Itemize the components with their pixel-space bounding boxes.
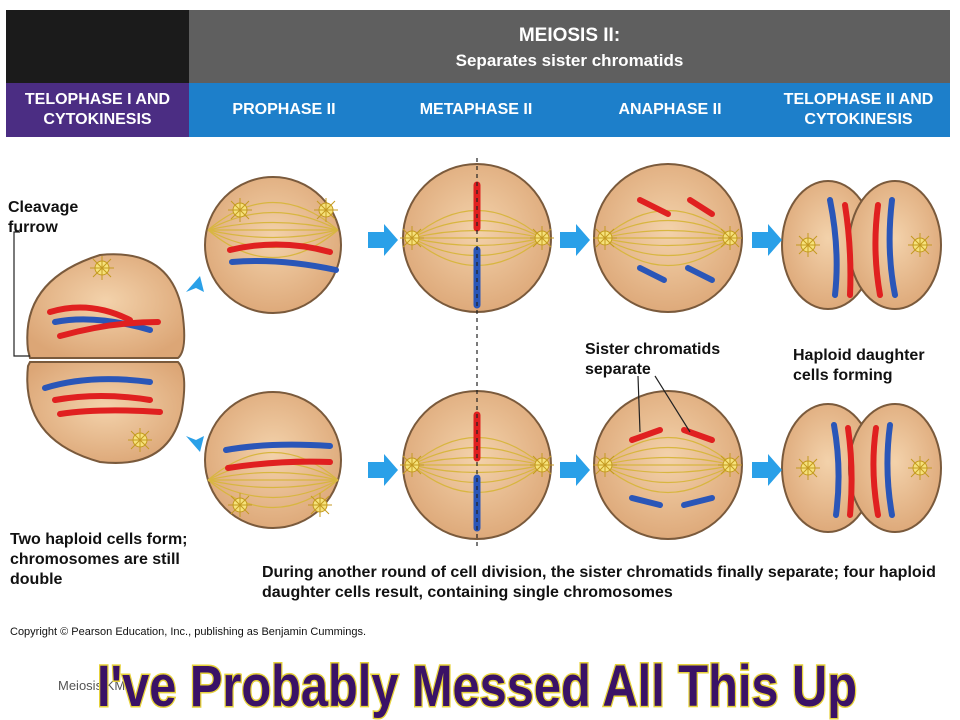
two-haploid-label: Two haploid cells form; chromosomes are … bbox=[10, 531, 188, 588]
arrow-right-icon bbox=[368, 454, 398, 486]
prophase2-top-cell bbox=[204, 176, 342, 314]
arrow-down-icon bbox=[186, 436, 204, 452]
phase-anaphase-2: ANAPHASE II bbox=[573, 83, 767, 137]
phase-label: TELOPHASE II AND CYTOKINESIS bbox=[783, 91, 934, 128]
phase-label: METAPHASE II bbox=[419, 101, 533, 118]
haploid-forming-label: Haploid daughter cells forming bbox=[793, 347, 925, 384]
arrow-right-icon bbox=[560, 224, 590, 256]
phase-telophase-1: TELOPHASE I AND CYTOKINESIS bbox=[6, 83, 189, 137]
during-division-caption: During another round of cell division, t… bbox=[262, 564, 936, 601]
header-black-block bbox=[6, 10, 189, 83]
phase-prophase-2: PROPHASE II bbox=[189, 83, 379, 137]
phase-label: PROPHASE II bbox=[232, 101, 336, 118]
arrow-right-icon bbox=[752, 224, 782, 256]
header-subtitle: Separates sister chromatids bbox=[455, 51, 684, 70]
copyright-text: Copyright © Pearson Education, Inc., pub… bbox=[10, 626, 367, 638]
cleavage-pointer bbox=[13, 231, 30, 357]
header-meiosis-ii: MEIOSIS II: Separates sister chromatids bbox=[189, 10, 950, 83]
footer-text: Meiosis KM bbox=[58, 678, 126, 693]
arrow-up-icon bbox=[186, 276, 204, 292]
prophase2-bottom-cell bbox=[204, 391, 342, 529]
sister-pointer bbox=[637, 375, 691, 433]
phase-metaphase-2: METAPHASE II bbox=[379, 83, 573, 137]
telophase1-cells bbox=[26, 253, 186, 464]
header-title: MEIOSIS II: bbox=[518, 25, 621, 46]
banner-title: I've Probably Messed All This Up bbox=[96, 653, 859, 720]
phase-label: TELOPHASE I AND CYTOKINESIS bbox=[24, 91, 171, 128]
arrow-right-icon bbox=[560, 454, 590, 486]
arrow-right-icon bbox=[368, 224, 398, 256]
anaphase2-top-cell bbox=[592, 163, 743, 313]
phase-label: ANAPHASE II bbox=[618, 101, 722, 118]
sister-chromatids-label: Sister chromatids separate bbox=[585, 341, 721, 378]
cleavage-furrow-label: Cleavage furrow bbox=[8, 199, 79, 236]
telophase2-bottom-cells bbox=[781, 403, 942, 533]
arrow-right-icon bbox=[752, 454, 782, 486]
telophase2-top-cells bbox=[781, 180, 942, 310]
phase-telophase-2: TELOPHASE II AND CYTOKINESIS bbox=[767, 83, 950, 137]
anaphase2-bottom-cell bbox=[592, 390, 743, 540]
banner-text: I've Probably Messed All This Up bbox=[97, 654, 857, 719]
